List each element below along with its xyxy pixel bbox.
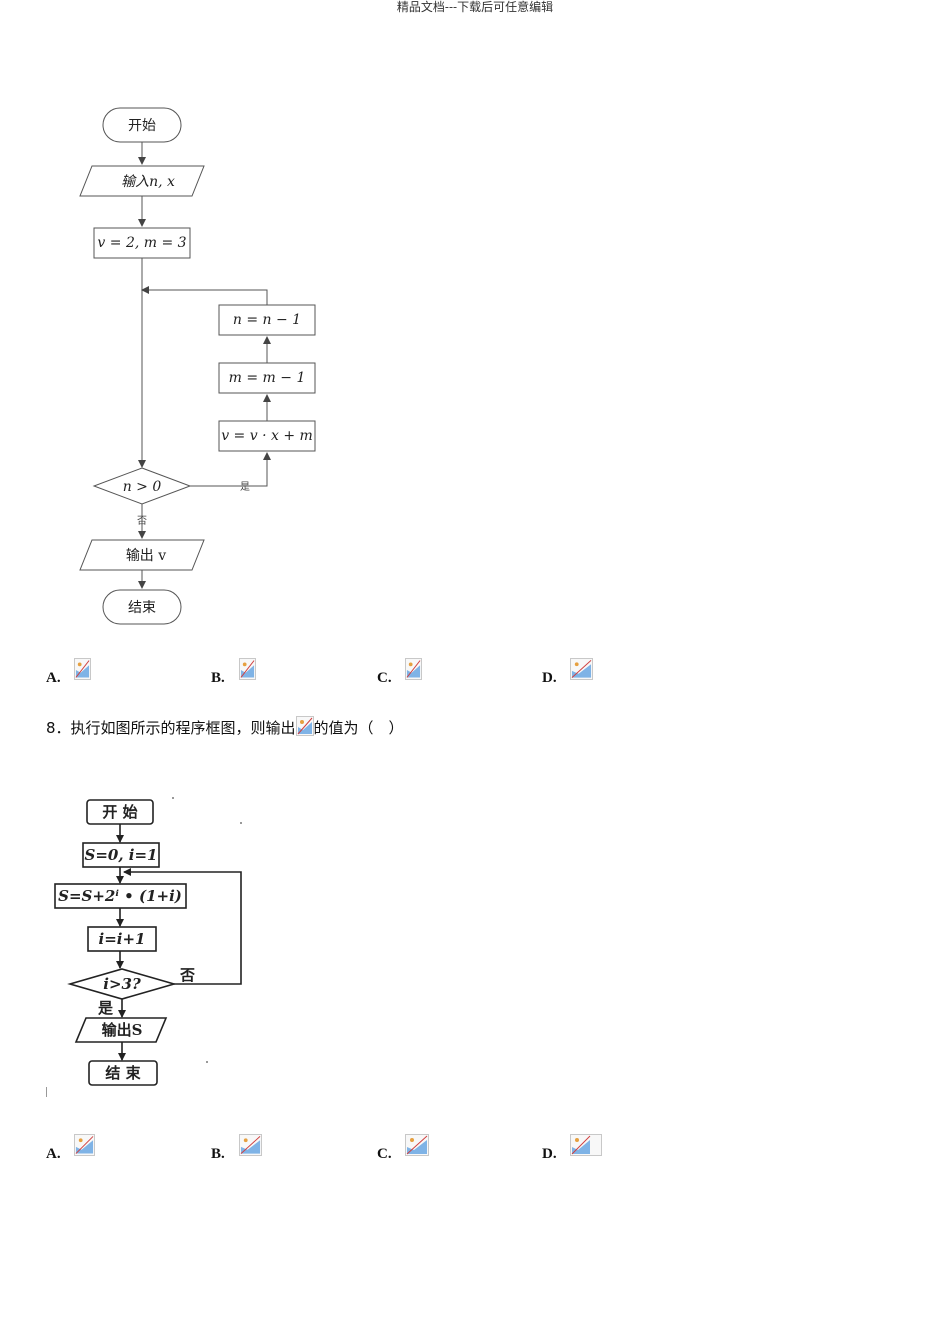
flowchart-1: 开始 输入n, x v = 2, m = 3 n = n − 1 m = m −… <box>79 107 316 625</box>
fc2-update-shape <box>54 883 187 909</box>
fc1-start-label: 开始 <box>128 118 156 134</box>
broken-image-icon <box>239 658 256 680</box>
question-8-prefix: 8．执行如图所示的程序框图，则输出 <box>46 719 296 737</box>
broken-image-icon <box>239 1134 262 1156</box>
fc1-step-n-shape <box>218 304 316 336</box>
choice-label: B. <box>211 1146 225 1162</box>
fc1-step-v-label: v = v · x + m <box>221 428 313 444</box>
scan-speck <box>172 797 174 799</box>
broken-image-icon <box>74 658 91 680</box>
page-header: 精品文档---下载后可任意编辑 <box>396 0 554 14</box>
fc1-step-m-shape <box>218 362 316 394</box>
scan-speck <box>240 822 242 824</box>
choice-label: A. <box>46 1146 61 1162</box>
scan-speck <box>46 1087 47 1097</box>
question-8: 8．执行如图所示的程序框图，则输出的值为（ ） <box>46 716 404 740</box>
broken-image-icon <box>405 658 422 680</box>
fc2-yes-label: 是 <box>97 999 114 1017</box>
fc1-yes-label: 是 <box>240 481 250 493</box>
fc2-output-label: 输出S <box>102 1021 143 1039</box>
broken-image-icon <box>570 658 593 680</box>
fc2-end-label: 结 束 <box>105 1064 141 1082</box>
choice-label: C. <box>377 1146 392 1162</box>
fc2-init-label: S=0, i=1 <box>85 846 158 864</box>
fc2-end-shape <box>88 1060 158 1086</box>
scan-speck <box>206 1061 208 1063</box>
broken-image-icon <box>295 716 314 736</box>
fc2-condition-label: i>3? <box>103 975 141 993</box>
fc2-start-label: 开 始 <box>102 803 137 821</box>
choices-row-1: A. B. C. D. <box>46 658 906 688</box>
fc1-end-label: 结束 <box>128 600 156 616</box>
broken-image-icon <box>570 1134 602 1156</box>
fc2-output-shape <box>74 1017 168 1043</box>
fc1-step-v-shape <box>218 420 316 452</box>
fc1-output-label: 输出 v <box>126 548 166 564</box>
fc2-init-shape <box>82 842 160 868</box>
fc2-increment-label: i=i+1 <box>99 930 146 948</box>
fc1-condition-label: n > 0 <box>123 479 162 495</box>
choice-label: D. <box>542 670 557 686</box>
fc1-input-shape <box>79 165 205 197</box>
choice-label: B. <box>211 670 225 686</box>
choice-label: A. <box>46 670 61 686</box>
fc1-input-label: 输入n, x <box>121 174 175 190</box>
flowchart-2: 开 始 S=0, i=1 S=S+2ⁱ • (1+i) i=i+1 i>3? 否… <box>54 799 242 1086</box>
question-8-suffix: 的值为（ ） <box>313 719 404 737</box>
fc2-no-label: 否 <box>179 966 195 984</box>
fc1-step-m-label: m = m − 1 <box>229 370 306 386</box>
fc2-increment-shape <box>87 926 157 952</box>
fc1-end-shape <box>102 589 182 625</box>
fc2-update-label: S=S+2ⁱ • (1+i) <box>58 887 182 905</box>
fc1-step-n-label: n = n − 1 <box>233 312 301 328</box>
choice-label: D. <box>542 1146 557 1162</box>
broken-image-icon <box>405 1134 429 1156</box>
choice-label: C. <box>377 670 392 686</box>
fc1-init-label: v = 2, m = 3 <box>97 235 186 251</box>
broken-image-icon <box>74 1134 95 1156</box>
choices-row-2: A. B. C. D. <box>46 1134 906 1164</box>
fc1-no-label: 否 <box>137 515 147 527</box>
fc1-output-shape <box>79 539 205 571</box>
